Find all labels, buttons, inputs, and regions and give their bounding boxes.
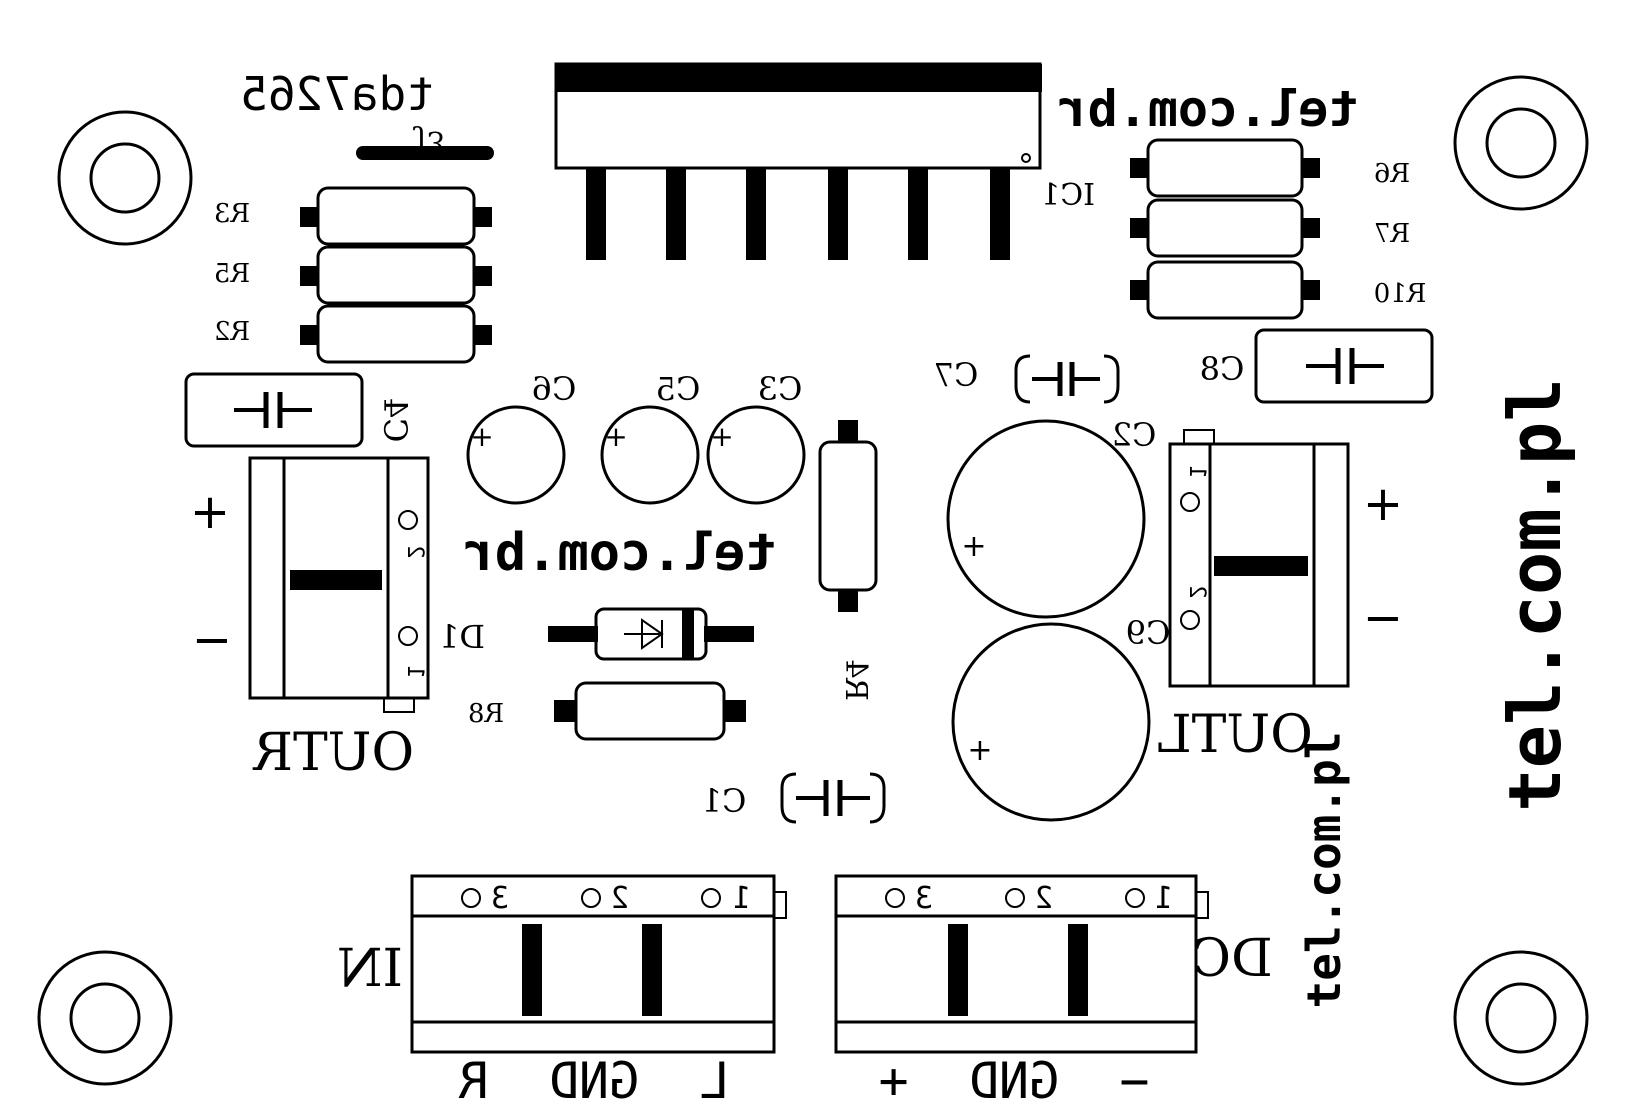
dc-pin1-label: 1 (1155, 881, 1173, 916)
outl-minus-label: − (1363, 590, 1403, 646)
in-signals-label: L GND R (458, 1052, 730, 1110)
c9-polarity: + (967, 733, 992, 768)
dc-pin2-label: 2 (1035, 881, 1053, 916)
site-label-top: tel.com.br (1057, 80, 1358, 138)
capacitor-c8 (1254, 328, 1434, 404)
diode-d1 (548, 607, 754, 661)
terminal-dc (834, 874, 1209, 1054)
site-label-vertical-small: tel.com.pl (1297, 732, 1351, 1009)
ic1-label: IC1 (1041, 178, 1095, 213)
c9-label: C9 (1126, 614, 1171, 652)
resistor-r6 (1130, 138, 1320, 198)
resistor-r5 (300, 245, 492, 305)
dc-label: DC (1191, 929, 1272, 989)
c6-polarity: + (470, 420, 493, 453)
c8-label: C8 (1200, 350, 1245, 388)
ic1-footprint (554, 62, 1042, 260)
mounting-hole-bottom-left (37, 950, 173, 1086)
in-label: IN (337, 939, 403, 999)
capacitor-c9 (951, 622, 1151, 822)
c6-label: C6 (532, 370, 577, 408)
in-pin3-label: 3 (491, 881, 509, 916)
terminal-in (410, 874, 787, 1054)
outr-pin2-label: 2 (402, 545, 427, 558)
resistor-r4 (818, 420, 878, 612)
capacitor-c5 (600, 405, 700, 505)
capacitor-c4 (184, 372, 364, 448)
capacitor-c3 (706, 405, 806, 505)
terminal-outl (1168, 429, 1350, 688)
resistor-r7 (1130, 198, 1320, 258)
c7-label: C7 (934, 356, 979, 394)
in-pin2-label: 2 (611, 881, 629, 916)
c2-label: C2 (1112, 416, 1157, 454)
r6-label: R6 (1374, 159, 1410, 189)
capacitor-c6 (466, 405, 566, 505)
outl-plus-label: + (1363, 476, 1403, 532)
c5-polarity: + (604, 420, 627, 453)
outr-minus-label: − (192, 612, 232, 668)
chip-name-label: tda7265 (240, 67, 434, 121)
c5-label: C5 (656, 370, 701, 408)
r3-label: R3 (214, 199, 250, 229)
outr-label: OUTR (252, 723, 414, 783)
outl-pin2-label: 2 (1184, 585, 1209, 598)
site-label-vertical-big: tel.com.pl (1493, 378, 1577, 811)
j3-label: J3 (412, 125, 444, 158)
d1-label: D1 (439, 618, 485, 656)
outl-pin1-label: 1 (1184, 465, 1209, 478)
resistor-r10 (1130, 260, 1320, 320)
outr-plus-label: + (190, 484, 230, 540)
mounting-hole-top-right (1453, 75, 1589, 211)
outl-label: OUTL (1157, 705, 1313, 765)
c1-label: C1 (702, 782, 747, 820)
site-label-center: tel.com.br (463, 523, 776, 583)
capacitor-c2 (946, 419, 1146, 619)
dc-signals-label: − GND + (879, 1052, 1150, 1110)
r2-label: R2 (214, 317, 250, 347)
capacitor-c7 (1014, 354, 1120, 404)
r4-label: R4 (838, 659, 873, 701)
r7-label: R7 (1374, 219, 1410, 249)
r10-label: R10 (1374, 279, 1427, 309)
in-pin1-label: 1 (733, 881, 751, 916)
mounting-hole-bottom-right (1453, 950, 1589, 1086)
terminal-outr (248, 456, 430, 713)
c4-label: C4 (376, 398, 414, 443)
dc-pin3-label: 3 (915, 881, 933, 916)
c3-label: C3 (758, 370, 803, 408)
r5-label: R5 (214, 259, 250, 289)
mounting-hole-top-left (57, 110, 193, 246)
r8-label: R8 (468, 699, 504, 729)
resistor-r8 (554, 681, 746, 741)
capacitor-c1 (780, 772, 886, 824)
outr-pin1-label: 1 (402, 665, 427, 678)
c2-polarity: + (961, 529, 986, 564)
resistor-r2 (300, 304, 492, 364)
c3-polarity: + (710, 420, 733, 453)
j3-jumper (356, 146, 494, 160)
resistor-r3 (300, 186, 492, 246)
